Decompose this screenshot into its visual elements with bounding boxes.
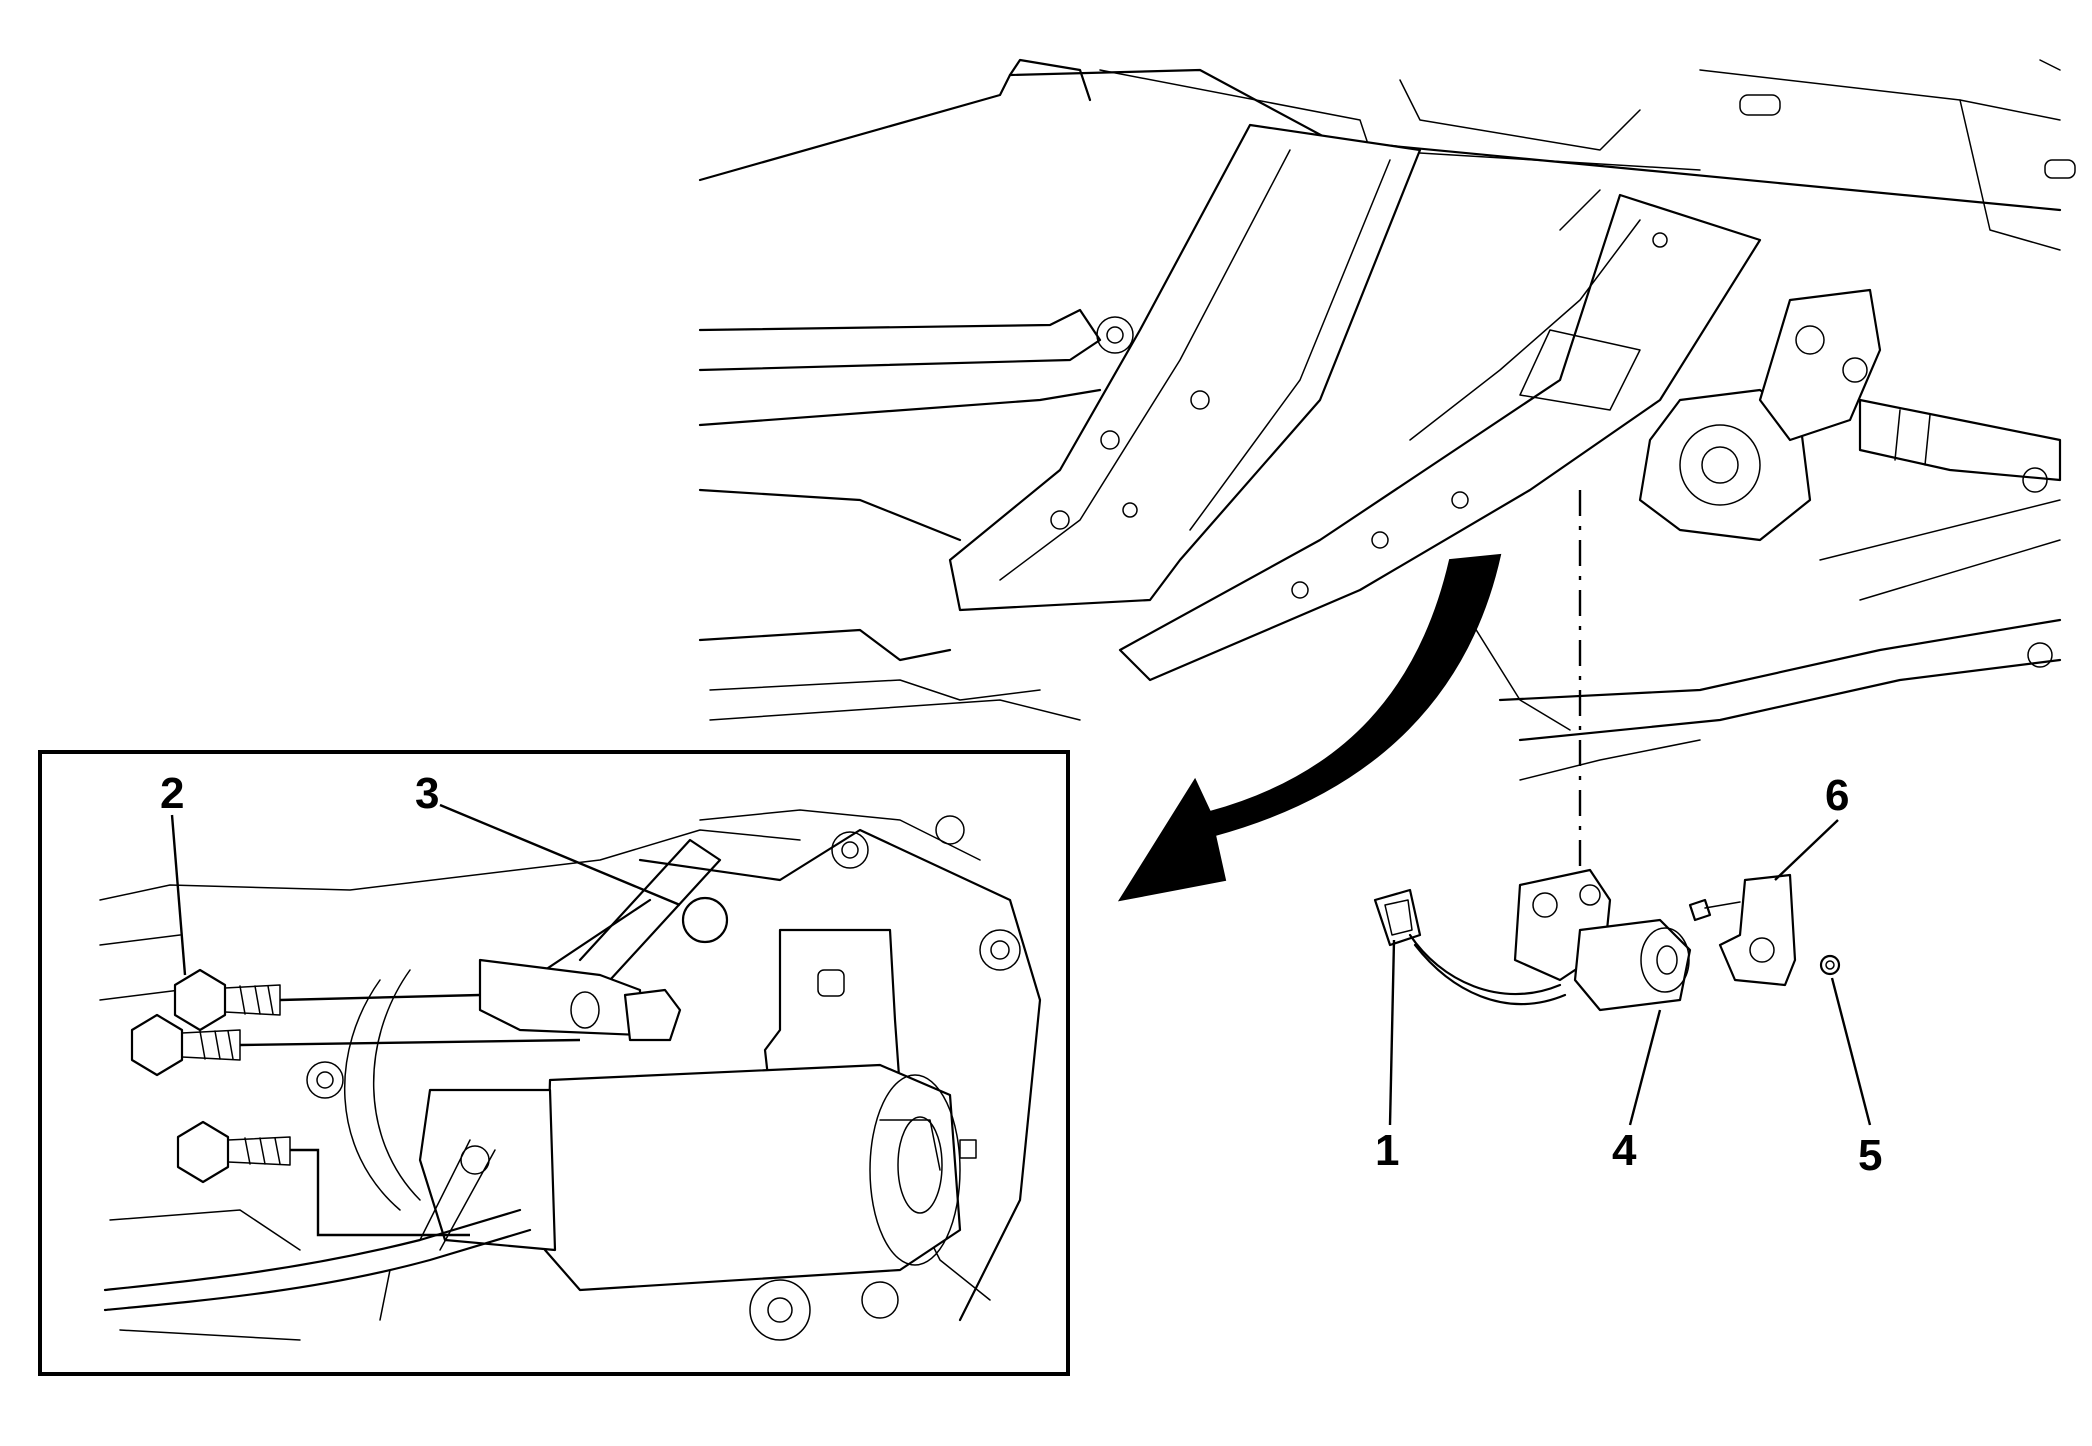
starter-bracket	[1718, 873, 1797, 987]
starter-bolt-upper	[173, 968, 227, 1032]
bolt-head	[681, 896, 729, 944]
callout-3: 3	[415, 769, 439, 818]
nut	[1819, 954, 1841, 976]
starter-bolt-lower	[130, 1013, 184, 1077]
callout-labels: 2 3 1 4 5 6	[160, 769, 1882, 1180]
callout-2: 2	[160, 769, 184, 818]
vehicle-underbody	[698, 58, 2076, 781]
inset-starter-motor	[543, 1063, 962, 1292]
curved-arrow-icon	[1117, 553, 1502, 902]
callout-1: 1	[1375, 1126, 1399, 1175]
callout-5: 5	[1858, 1131, 1882, 1180]
detail-inset	[38, 750, 1070, 1376]
starter-motor	[1573, 918, 1692, 1012]
bracket-mount-bolt	[176, 1120, 230, 1184]
starter-assembly-exploded	[1373, 868, 1841, 1012]
wiring-connector	[1373, 888, 1422, 947]
leader-lines	[170, 803, 1872, 1126]
callout-4: 4	[1612, 1126, 1637, 1175]
bracket-bolt	[1688, 898, 1712, 922]
callout-6: 6	[1825, 771, 1849, 820]
